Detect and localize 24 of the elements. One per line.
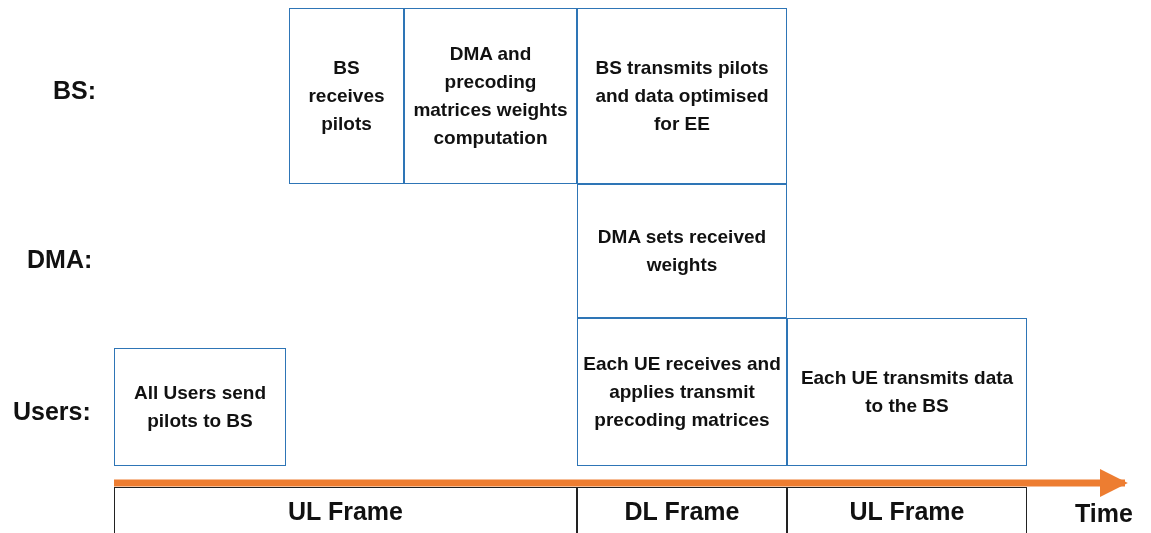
frame-box (577, 487, 787, 533)
row-label: Users: (13, 396, 91, 426)
axis-label: Time (1075, 498, 1133, 528)
box-text: DMA and precoding matrices weights computation (412, 42, 569, 150)
box-text: DL Frame (623, 495, 741, 526)
row-label: DMA: (27, 244, 93, 274)
process-box (404, 8, 577, 184)
frame-box (787, 487, 1027, 533)
box-text: All Users send pilots to BS (133, 381, 267, 433)
frame-box (114, 487, 577, 533)
box-text: BS receives pilots (307, 56, 386, 136)
row-label: BS: (53, 75, 97, 105)
box-text: Each UE receives and applies transmit precoding matrices (582, 352, 782, 432)
process-box (577, 318, 787, 466)
box-text: BS transmits pilots and data optimised for EE (594, 56, 770, 136)
box-text: Each UE transmits data to the BS (799, 366, 1015, 418)
process-box (289, 8, 404, 184)
process-box (787, 318, 1027, 466)
box-text: DMA sets received weights (596, 225, 768, 277)
process-box (577, 184, 787, 318)
box-text: UL Frame (848, 495, 966, 526)
box-text: UL Frame (287, 495, 404, 526)
process-box (577, 8, 787, 184)
process-box (114, 348, 286, 466)
